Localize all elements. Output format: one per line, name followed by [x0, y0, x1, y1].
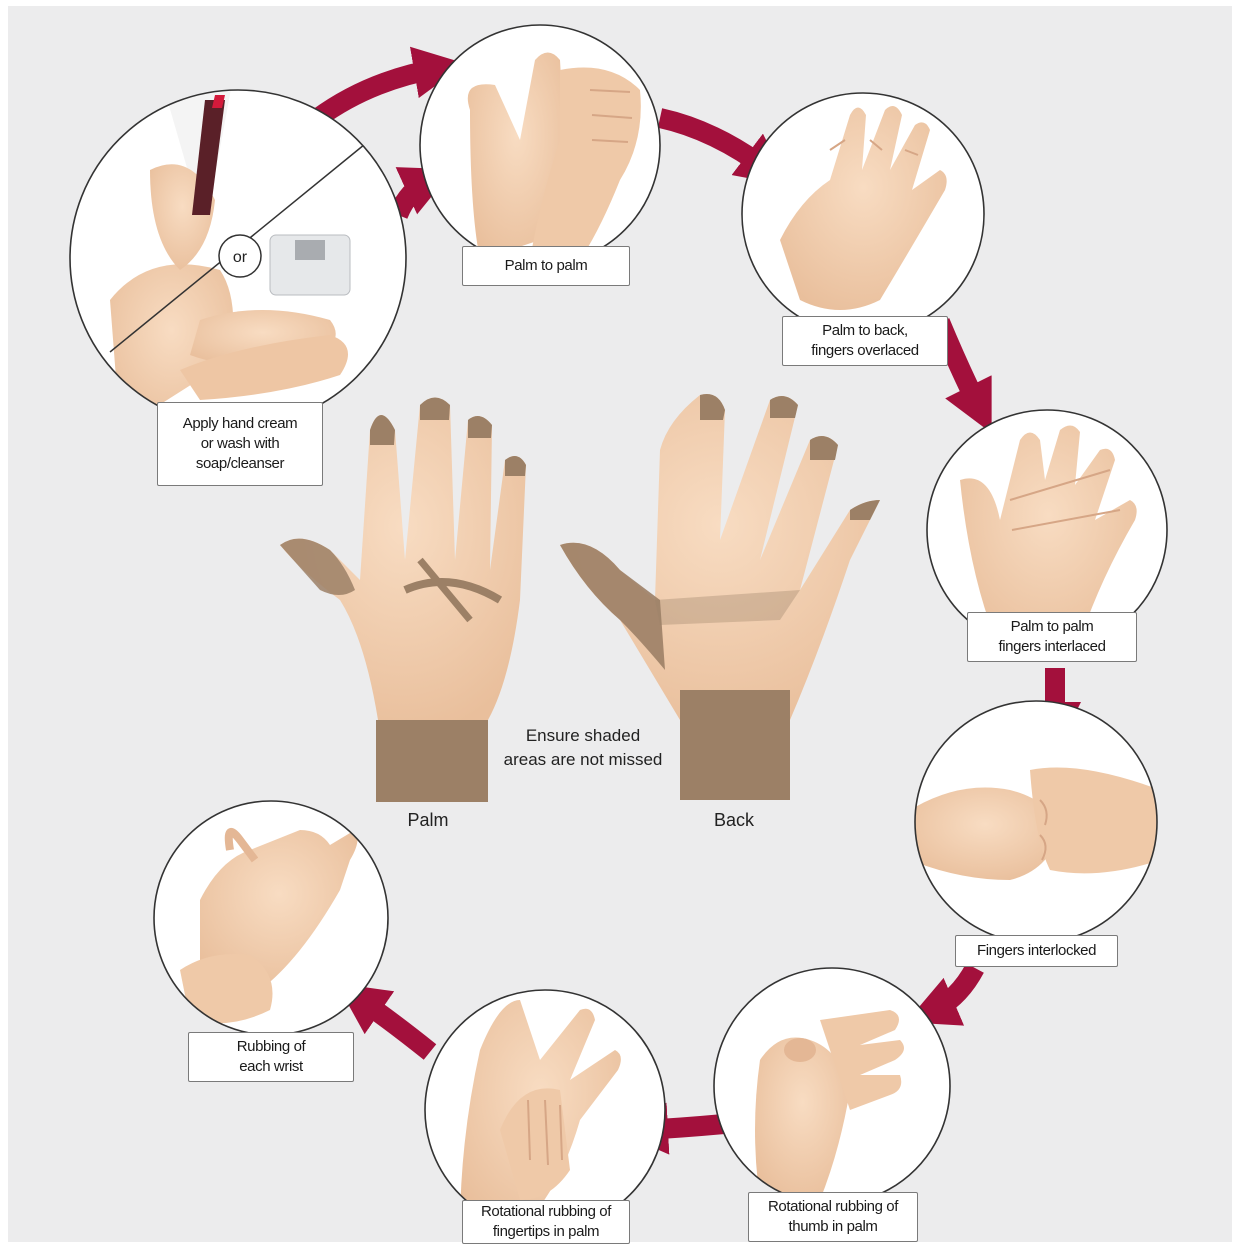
arrow-start-to-palm-upper	[318, 68, 440, 118]
arrow-4-to-5	[930, 968, 975, 1012]
palm-wrist-shaded-area	[376, 720, 488, 802]
label-apply-cream: Apply hand cream or wash with soap/clean…	[157, 402, 323, 486]
step-palm-to-back	[742, 93, 984, 335]
label-palm-to-palm: Palm to palm	[462, 246, 630, 286]
label-fingers-interlocked: Fingers interlocked	[955, 935, 1118, 967]
step-wrist-rubbing	[154, 801, 388, 1035]
back-wrist-shaded-area	[680, 690, 790, 800]
step-thumb-rubbing	[714, 968, 950, 1204]
label-palm-to-back: Palm to back, fingers overlaced	[782, 316, 948, 366]
label-fingertip-rubbing: Rotational rubbing of fingertips in palm	[462, 1200, 630, 1244]
shaded-areas-note: Ensure shaded areas are not missed	[478, 724, 688, 772]
or-text: or	[233, 249, 248, 266]
back-label: Back	[684, 810, 784, 831]
label-wrist-rubbing: Rubbing of each wrist	[188, 1032, 354, 1082]
step-palm-to-palm	[420, 25, 660, 265]
arrow-start-to-palm-lower	[398, 180, 430, 215]
step-fingertip-rubbing	[425, 990, 665, 1230]
label-palm-to-palm-interlaced: Palm to palm fingers interlaced	[967, 612, 1137, 662]
arrow-1-to-2	[660, 118, 768, 170]
arrow-6-to-7	[358, 998, 430, 1052]
label-thumb-rubbing: Rotational rubbing of thumb in palm	[748, 1192, 918, 1242]
palm-label: Palm	[378, 810, 478, 831]
step-fingers-interlocked	[910, 701, 1160, 943]
or-badge: or	[219, 235, 261, 277]
